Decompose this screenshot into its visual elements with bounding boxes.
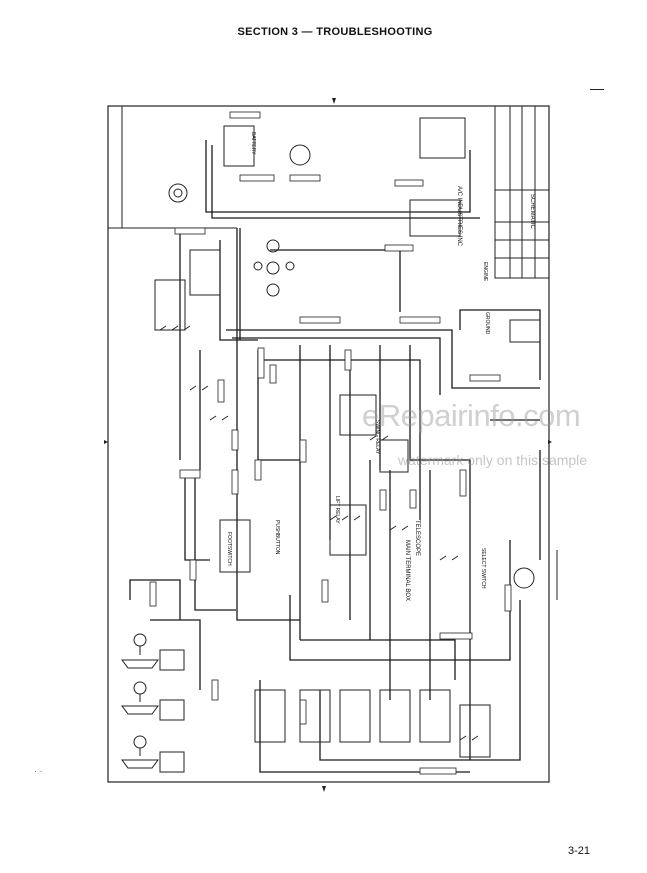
margin-mark: · · [34,766,43,776]
label-telescope: TELESCOPE [414,520,420,557]
label-select-switch: SELECT SWITCH [480,548,486,589]
label-lift-relay: LIFT RELAY [334,496,340,524]
label-engine: ENGINE [482,262,488,282]
section-title: SECTION 3 — TROUBLESHOOTING [237,26,433,38]
label-footswitch: FOOTSWITCH [226,532,232,566]
margin-dash: — [590,80,604,96]
watermark-brand: eRepairinfo.com [362,398,581,433]
company-name: A/C INDUSTRIES INC [456,186,462,247]
page-number: 3-21 [568,845,591,857]
label-battery: BATTERY [250,132,256,155]
label-ground: GROUND [484,312,490,335]
label-pushbutton: PUSHBUTTON [274,520,280,555]
watermark-notice: watermark only on this sample [398,452,588,468]
label-main-terminal-box: MAIN TERMINAL BOX [404,540,410,602]
drawing-label: SCHEMATIC [529,194,535,229]
